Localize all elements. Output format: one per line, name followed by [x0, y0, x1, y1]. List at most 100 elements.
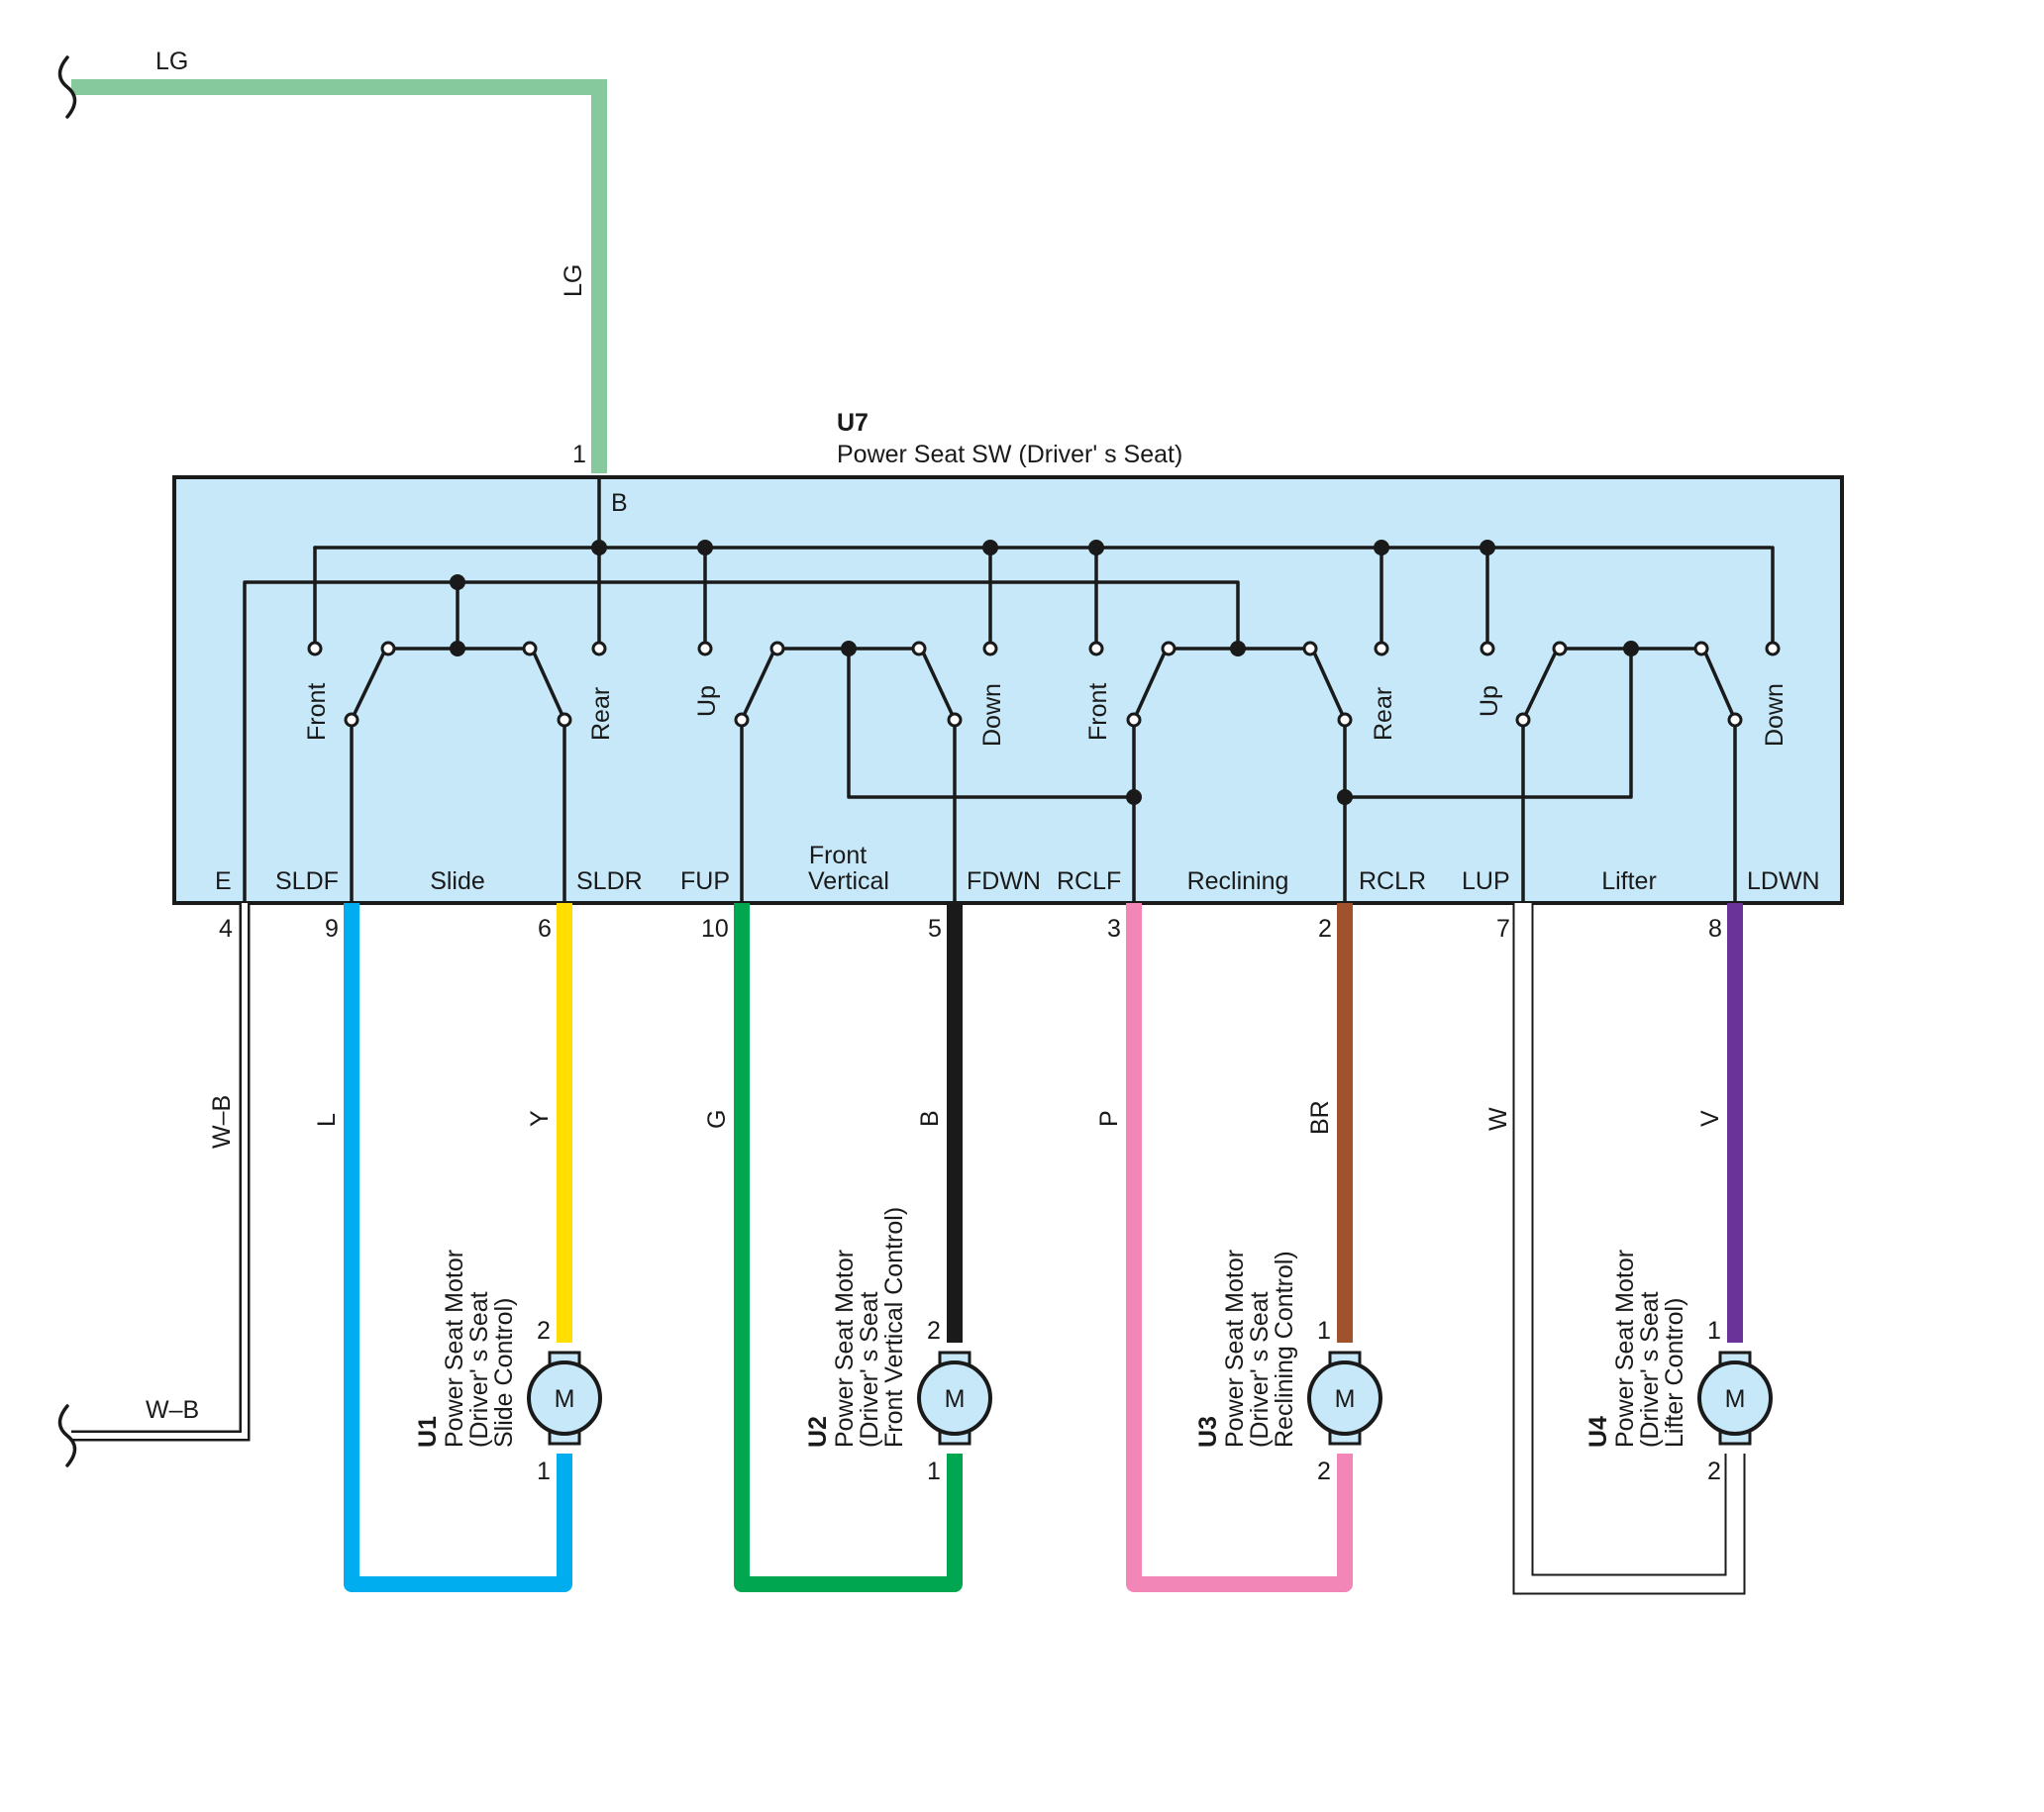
contact-pin: [591, 641, 607, 656]
fv-common-return: [847, 647, 1136, 799]
contact-pin: [734, 712, 750, 728]
motor-pin-number: 1: [927, 1458, 941, 1485]
motor-symbol-text: M: [1725, 1385, 1746, 1413]
wire-w: [1512, 903, 1746, 1595]
wire-label-bottom-wb: W–B: [146, 1396, 199, 1424]
svg-text:Power Seat Motor: Power Seat Motor: [1221, 1250, 1249, 1448]
wire-wb-ground: [57, 903, 251, 1467]
contact-pin: [1161, 641, 1176, 656]
bus-e-row: [243, 580, 1240, 905]
contact-pin: [697, 641, 713, 656]
motor-u4: M: [1697, 1351, 1773, 1446]
blade-slide-rear: [528, 642, 566, 722]
contact-pin: [557, 712, 572, 728]
motor-label-u4: U4 Power Seat Motor (Driver' s Seat Lift…: [1584, 1250, 1688, 1448]
svg-text:(Driver' s Seat: (Driver' s Seat: [1636, 1291, 1664, 1448]
motor-pin-number: 1: [1707, 1317, 1721, 1345]
junction-dot: [1374, 540, 1389, 555]
pin-number: 7: [1496, 915, 1510, 943]
wire-break-symbol-top: [57, 55, 77, 119]
contact-pin: [1374, 641, 1389, 656]
pin-number: 3: [1107, 915, 1121, 943]
contact-pin: [1765, 641, 1781, 656]
junction-dot: [697, 540, 713, 555]
wire-label-lg: LG: [560, 264, 587, 297]
switch-internal-wiring: [243, 475, 1781, 905]
contact-pin: [1552, 641, 1568, 656]
wire-label-v: V: [1696, 1110, 1724, 1127]
contact-pin: [1515, 712, 1531, 728]
lf-common-return: [1343, 647, 1633, 799]
motor-u2: M: [917, 1351, 992, 1446]
wire-label-l: L: [313, 1113, 341, 1127]
contact-pin: [1126, 712, 1142, 728]
motor-symbol-text: M: [555, 1385, 575, 1413]
junction-dot: [450, 641, 465, 656]
contact-label: Up: [1476, 685, 1503, 717]
contact-label: Front: [1084, 683, 1112, 741]
group-label-vertical: Vertical: [808, 867, 889, 895]
svg-text:Reclining Control): Reclining Control): [1271, 1251, 1298, 1448]
junction-dot: [841, 641, 857, 656]
group-label-lifter: Lifter: [1601, 867, 1657, 895]
wire-lg: [71, 79, 607, 473]
blade-slide-front: [350, 642, 390, 722]
pin-number: 2: [1318, 915, 1332, 943]
blade-fv-up: [740, 642, 779, 722]
contact-pin: [1480, 641, 1495, 656]
terminal-label-rclf: RCLF: [1057, 867, 1121, 895]
junction-dot: [982, 540, 998, 555]
svg-text:Lifter Control): Lifter Control): [1661, 1298, 1688, 1448]
motor-symbol-icon: [527, 1360, 602, 1436]
contact-pin: [1337, 712, 1353, 728]
wire-lg-feed: [57, 55, 607, 473]
motor-symbol-text: M: [1335, 1385, 1356, 1413]
contact-pin: [522, 641, 538, 656]
svg-text:Power Seat Motor: Power Seat Motor: [831, 1250, 859, 1448]
contact-pin: [1693, 641, 1709, 656]
contact-pin: [1302, 641, 1318, 656]
contact-pin: [947, 712, 963, 728]
svg-text:Power Seat Motor: Power Seat Motor: [441, 1250, 468, 1448]
motor-label-u1: U1 Power Seat Motor (Driver' s Seat Slid…: [414, 1250, 518, 1448]
wire-label-b: B: [916, 1110, 944, 1127]
wire-label-y: Y: [526, 1110, 554, 1127]
pin-number: 6: [538, 915, 552, 943]
pin-number: 8: [1708, 915, 1722, 943]
terminal-label-ldwn: LDWN: [1747, 867, 1820, 895]
contact-pin: [380, 641, 396, 656]
junction-dot: [450, 574, 465, 590]
motor-symbol-icon: [1307, 1360, 1382, 1436]
wire-break-symbol-bottom: [57, 1404, 77, 1467]
power-seat-switch-box: [172, 475, 1844, 905]
motor-pin-number: 1: [537, 1458, 551, 1485]
svg-text:U4: U4: [1584, 1416, 1612, 1448]
junction-dot: [591, 540, 607, 555]
wire-label-g: G: [703, 1110, 731, 1129]
blade-rc-rear: [1308, 642, 1347, 722]
junction-dot: [1337, 789, 1353, 805]
switch-pin-in-name: B: [611, 489, 628, 517]
contact-label: Down: [1761, 683, 1788, 747]
motor-pin-number: 2: [1317, 1458, 1331, 1485]
contact-pin: [769, 641, 785, 656]
motor-symbol-icon: [917, 1360, 992, 1436]
terminal-label-rclr: RCLR: [1359, 867, 1426, 895]
svg-text:(Driver' s Seat: (Driver' s Seat: [856, 1291, 883, 1448]
motor-u3: M: [1307, 1351, 1382, 1446]
motor-symbol-text: M: [945, 1385, 966, 1413]
blade-rc-front: [1132, 642, 1171, 722]
terminal-label-e: E: [215, 867, 232, 895]
motor-pin-number: 2: [537, 1317, 551, 1345]
switch-pin-in: 1: [572, 441, 586, 468]
svg-text:(Driver' s Seat: (Driver' s Seat: [465, 1291, 493, 1448]
pin-number: 4: [219, 915, 233, 943]
contact-label: Rear: [1370, 687, 1397, 741]
terminal-label-lup: LUP: [1462, 867, 1510, 895]
svg-text:Front Vertical Control): Front Vertical Control): [880, 1207, 908, 1448]
pin-number: 5: [928, 915, 942, 943]
contact-pin: [344, 712, 359, 728]
junction-dot: [1088, 540, 1104, 555]
motor-pin-number: 1: [1317, 1317, 1331, 1345]
blade-fv-down: [917, 642, 957, 722]
